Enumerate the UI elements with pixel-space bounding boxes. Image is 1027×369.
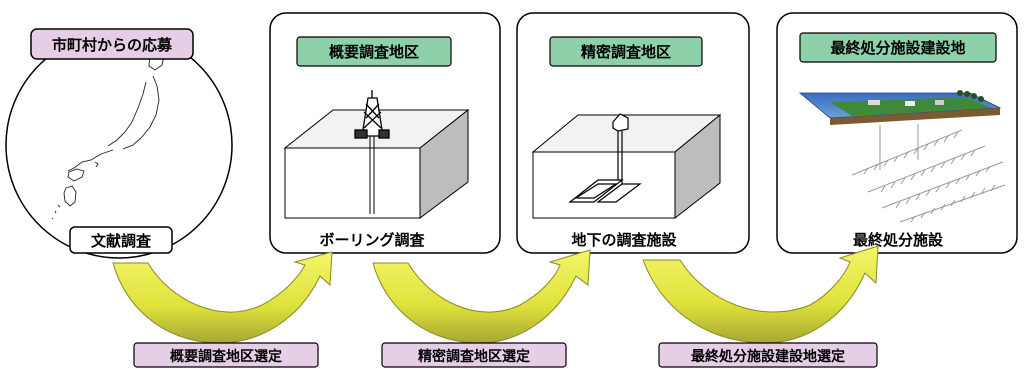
transition-arrow-2	[372, 249, 591, 344]
stage3-tag	[549, 36, 703, 67]
stage-detailed-investigation: 精密調査地区 地下の調査施設	[516, 12, 750, 254]
transition-label-3-text: 最終処分施設建設地選定	[691, 348, 845, 365]
stage2-ground-block	[283, 108, 470, 219]
transition-label-2: 精密調査地区選定	[381, 342, 567, 368]
stage2-tag	[296, 36, 452, 67]
stage-preliminary-investigation: 概要調査地区 ボーリング調査	[269, 12, 501, 254]
stage3-caption: 地下の調査施設	[571, 231, 677, 249]
stage-literature-survey: 市町村からの応募 文献調査	[5, 28, 233, 259]
transition-arrow-3	[642, 245, 879, 344]
stage1-caption: 文献調査	[91, 232, 152, 250]
repository-tunnels-icon	[851, 124, 1006, 223]
transition-label-1: 概要調査地区選定	[133, 342, 319, 368]
stage1-caption-box	[69, 226, 173, 254]
stage2-tag-text: 概要調査地区	[329, 43, 419, 61]
japan-map-icon	[51, 50, 165, 220]
stage4-tag	[799, 32, 997, 63]
underground-lab-icon	[568, 113, 642, 203]
stage3-tag-text: 精密調査地区	[581, 43, 671, 61]
transition-arrow-1	[112, 251, 333, 344]
facility-surface-icon	[798, 90, 1002, 125]
stage4-tag-text: 最終処分施設建設地	[830, 39, 965, 57]
stage-final-disposal: 最終処分施設建設地 最終処分施設	[776, 12, 1018, 254]
transition-label-3: 最終処分施設建設地選定	[658, 342, 878, 368]
stage1-tag	[30, 28, 194, 60]
stage4-caption: 最終処分施設	[853, 231, 944, 249]
drilling-rig-icon	[354, 90, 390, 139]
stage2-caption: ボーリング調査	[319, 231, 425, 249]
stage1-tag-text: 市町村からの応募	[52, 36, 173, 54]
stage1-circle	[5, 31, 233, 259]
stage4-panel	[776, 12, 1018, 254]
transition-label-1-text: 概要調査地区選定	[170, 348, 282, 365]
stage3-ground-block	[531, 113, 722, 220]
transition-label-2-text: 精密調査地区選定	[418, 348, 530, 365]
